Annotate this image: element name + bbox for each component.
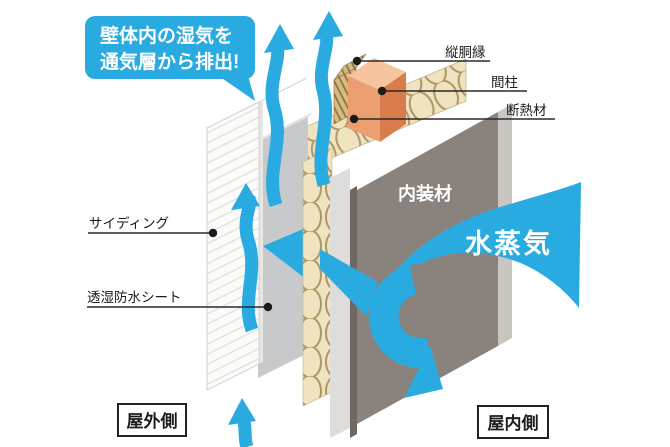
swoosh-ribbon <box>379 182 581 308</box>
stud-front-face <box>348 76 380 142</box>
vent-arrow-top-right <box>314 29 334 187</box>
swoosh-arrowhead <box>404 346 443 398</box>
vapor-arrow-bridge <box>320 249 378 316</box>
siding-right-edge <box>259 100 263 364</box>
outdoor-side-label: 屋外側 <box>127 411 178 431</box>
stud-block <box>348 58 406 142</box>
vent-arrow-middle <box>239 195 259 333</box>
callout-tail <box>213 72 255 101</box>
vent-arrow-top-left <box>265 42 285 208</box>
sheet-label: 透湿防水シート <box>87 290 182 305</box>
water-vapor-swoosh: 水蒸気 <box>368 182 581 398</box>
callout-bubble: 壁体内の湿気を 通気層から排出! <box>85 16 255 101</box>
callout-text: 壁体内の湿気を 通気層から排出! <box>100 24 239 73</box>
ventilation-arrowheads <box>228 11 343 425</box>
interior-top-face <box>357 104 512 190</box>
callout-body <box>85 16 255 79</box>
interior-left-edge <box>350 186 357 438</box>
leader-dots <box>208 56 387 312</box>
swoosh-curl <box>368 265 434 369</box>
insulation-front-column <box>302 147 333 407</box>
vent-arrow-bottom <box>237 420 254 447</box>
indoor-side-box: 屋内側 <box>477 405 549 439</box>
stud-label: 間柱 <box>491 75 518 90</box>
stud-top-face <box>348 58 406 90</box>
leader-lines <box>87 60 555 308</box>
water-vapor-label: 水蒸気 <box>465 228 552 259</box>
stud-side-face <box>380 72 406 142</box>
siding-label: サイディング <box>89 215 169 231</box>
inner-board-panel <box>330 166 354 438</box>
furring-label: 縦胴縁 <box>445 45 486 60</box>
outdoor-side-box: 屋外側 <box>117 403 187 437</box>
insulation-label: 断熱材 <box>506 103 547 118</box>
indoor-side-label: 屋内側 <box>488 413 539 433</box>
interior-panel-label: 内装材 <box>398 183 452 204</box>
